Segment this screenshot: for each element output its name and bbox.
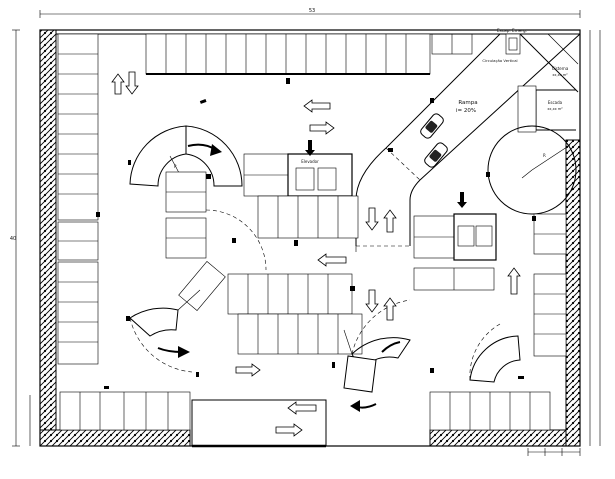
room-emergency-stair: Escap. Emerg.	[497, 28, 527, 33]
parking-spots-right-column	[532, 213, 567, 357]
arrow-right-icon	[235, 363, 261, 377]
arrow-down-icon	[125, 71, 139, 95]
car-icon	[424, 142, 448, 168]
right-center-island	[355, 213, 497, 291]
arrow-down-icon	[365, 207, 379, 231]
ramp-label: Rampa	[458, 100, 477, 106]
arrow-up-icon	[383, 209, 397, 233]
parking-spots-top-row	[145, 33, 473, 84]
parking-spots-bottom-left	[59, 386, 191, 431]
arrow-down-icon	[365, 289, 379, 313]
ramp-slope-label: i= 20%	[456, 108, 476, 114]
room-stairs: Escada	[548, 100, 563, 105]
parking-spots-left-column	[57, 33, 100, 365]
parking-spots-middle-cluster	[126, 261, 434, 377]
arrow-right-icon	[309, 121, 335, 135]
curved-arrow-icon	[381, 341, 401, 353]
arrow-left-icon	[287, 401, 317, 415]
arrow-down-icon	[457, 192, 467, 208]
room-cistern: Cisterna	[552, 66, 569, 71]
lower-curved-islands	[129, 289, 521, 393]
room-emergency-stair-sub: Circulação Vertical	[482, 58, 517, 63]
car-icon	[420, 113, 444, 139]
room-stairs-area: xx,xx m²	[547, 107, 563, 111]
arrow-left-icon	[303, 99, 331, 113]
arrow-right-icon	[275, 423, 303, 437]
arrow-up-icon	[507, 267, 521, 295]
left-curved-island: R	[128, 125, 267, 271]
entrance-opening	[191, 399, 327, 448]
arrow-up-icon	[111, 73, 125, 95]
parking-spots-bottom-right	[429, 376, 551, 431]
radius-label-left: R	[174, 164, 177, 169]
room-cistern-area: xx,xx m²	[552, 73, 568, 77]
arrow-down-icon	[305, 140, 315, 156]
arrow-left-icon	[317, 253, 347, 267]
radius-label-right: R	[543, 153, 546, 158]
dimension-lines: 53 40	[10, 8, 601, 456]
traffic-arrows	[111, 71, 521, 437]
turnaround-circle: R	[486, 85, 577, 215]
dimension-left-label: 40	[10, 236, 16, 242]
center-island: Elevador	[243, 153, 359, 246]
dimension-top-label: 53	[309, 8, 315, 14]
arrow-up-icon	[383, 297, 397, 321]
elevator-hall-label: Elevador	[301, 159, 319, 164]
